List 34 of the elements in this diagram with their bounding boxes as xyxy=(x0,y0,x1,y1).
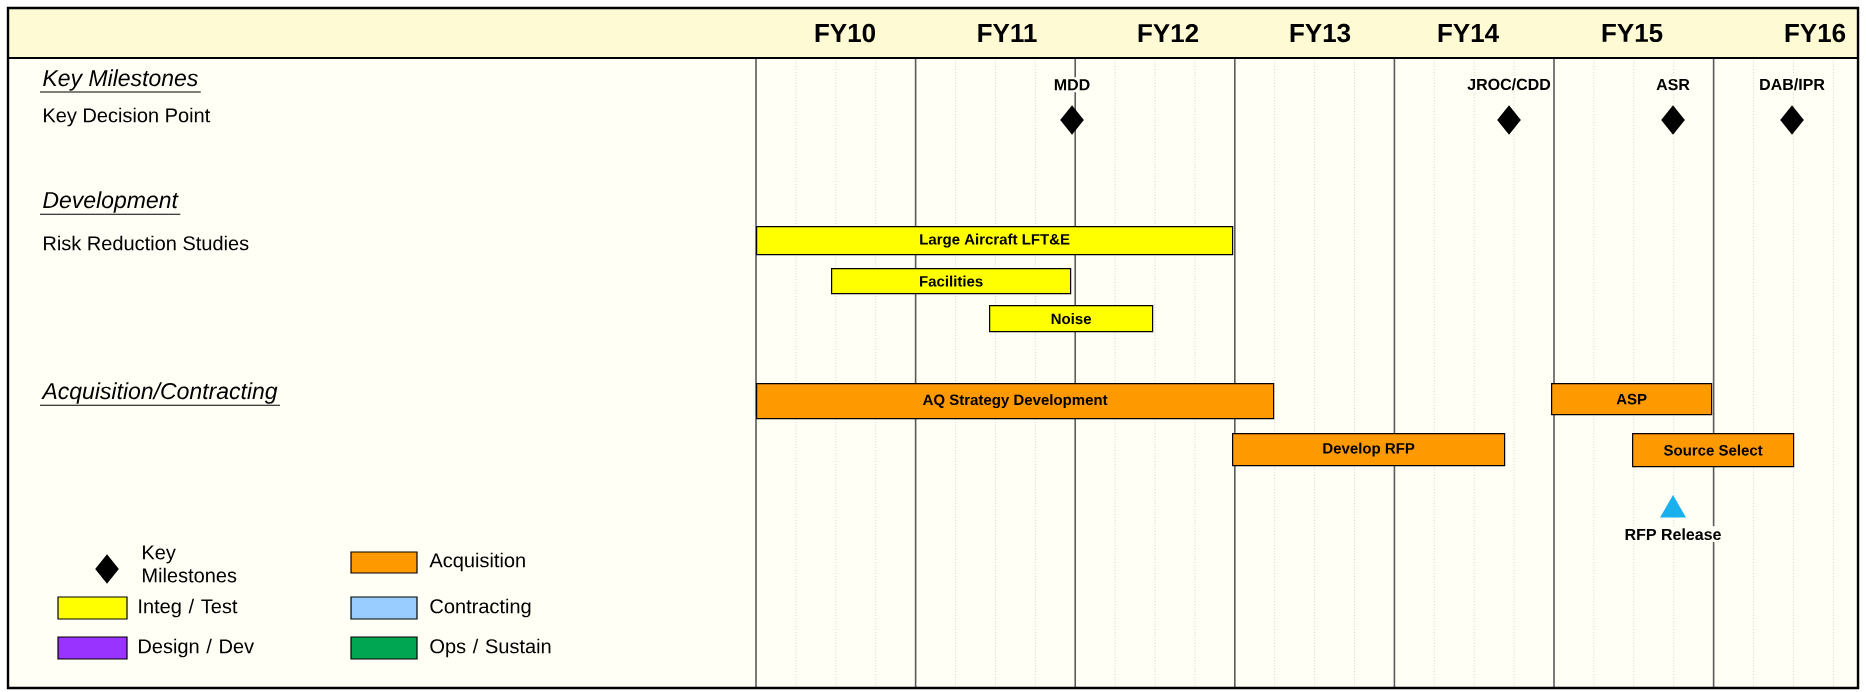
task-bar: Large Aircraft LFT&E xyxy=(756,226,1234,256)
task-bar: Noise xyxy=(989,305,1154,333)
milestone-diamond xyxy=(1780,105,1804,135)
milestone-label: RFP Release xyxy=(1622,526,1724,543)
year-label: FY15 xyxy=(1602,23,1663,43)
task-bar: Source Select xyxy=(1632,433,1795,468)
release-triangle xyxy=(1660,495,1686,518)
legend-label: Design / Dev xyxy=(139,638,255,658)
task-bar: Develop RFP xyxy=(1232,433,1506,467)
task-bar: Facilities xyxy=(831,268,1072,295)
legend-label: Acquisition xyxy=(429,552,525,572)
year-label: FY12 xyxy=(1138,23,1199,43)
year-label: FY14 xyxy=(1438,24,1499,42)
year-label: FY13 xyxy=(1290,23,1351,43)
legend-label: Integ / Test xyxy=(139,598,238,618)
row-label: Risk Reduction Studies xyxy=(44,235,249,251)
milestone-label: MDD xyxy=(1051,77,1093,93)
row-label: Key Decision Point xyxy=(44,107,211,127)
milestone-label: DAB/IPR xyxy=(1757,76,1827,93)
legend-label: Ops / Sustain xyxy=(430,638,551,658)
section-heading: Development xyxy=(39,191,181,215)
section-heading: Acquisition/Contracting xyxy=(39,382,281,406)
milestone-diamond xyxy=(1661,105,1685,135)
section-heading: Key Milestones xyxy=(39,69,202,93)
year-label: FY16 xyxy=(1785,23,1846,43)
task-bar: ASP xyxy=(1551,383,1713,416)
milestone-diamond xyxy=(1497,105,1521,135)
legend-label: Key Milestones xyxy=(143,545,237,583)
year-label: FY11 xyxy=(978,24,1037,42)
legend-label: Contracting xyxy=(430,598,531,618)
year-label: FY10 xyxy=(815,23,875,43)
milestone-diamond xyxy=(1060,105,1084,135)
milestone-label: JROC/CDD xyxy=(1465,76,1553,93)
task-bar: AQ Strategy Development xyxy=(756,383,1275,420)
